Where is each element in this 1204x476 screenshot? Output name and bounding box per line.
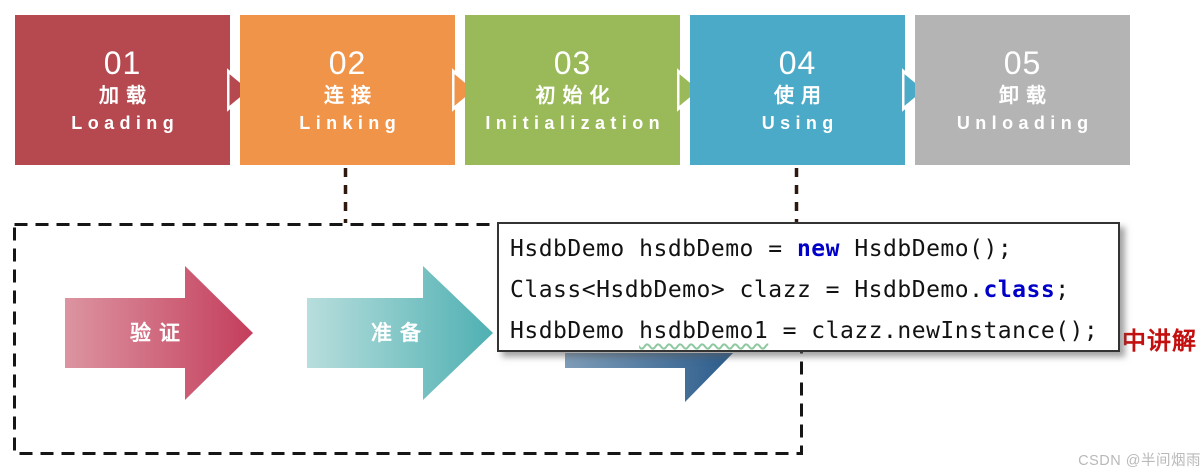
verification-arrow-label: 验证 — [130, 322, 188, 345]
stage-label-en: Linking — [299, 113, 402, 133]
stage-using: 04 使用 Using — [690, 15, 929, 165]
stage-number: 03 — [553, 45, 592, 81]
stage-label-zh: 卸载 — [999, 85, 1053, 107]
keyword-new: new — [796, 236, 840, 262]
code-line-1: HsdbDemo hsdbDemo = new HsdbDemo(); — [510, 229, 1118, 270]
stage-label-en: Initialization — [485, 113, 665, 133]
stage-loading: 01 加载 Loading — [15, 15, 254, 165]
callout-tail-shape — [565, 353, 733, 402]
linking-detail-dashed-box — [13, 223, 803, 455]
red-annotation-text: 中讲解 — [1122, 328, 1197, 355]
code-line-3: HsdbDemo hsdbDemo1 = clazz.newInstance()… — [510, 311, 1118, 350]
code-text: = clazz.newInstance(); — [768, 318, 1099, 344]
stage-label-zh: 使用 — [774, 85, 828, 107]
code-text: HsdbDemo hsdbDemo = — [510, 236, 797, 262]
stage-number: 04 — [778, 45, 817, 81]
code-text: HsdbDemo — [510, 318, 640, 344]
chevron-right-icon — [227, 68, 254, 112]
stage-label-en: Unloading — [956, 113, 1094, 133]
stage-initialization: 03 初始化 Initialization — [465, 15, 704, 165]
preparation-arrow-label: 准备 — [371, 322, 429, 345]
chevron-right-icon — [677, 68, 704, 112]
stage-number: 01 — [103, 45, 142, 81]
csdn-watermark: CSDN @半间烟雨 — [1078, 453, 1201, 469]
stage-label-en: Loading — [71, 113, 180, 133]
stage-label-zh: 初始化 — [535, 85, 617, 107]
stage-label-en: Using — [761, 113, 839, 133]
stage-label-zh: 加载 — [99, 85, 153, 107]
chevron-right-icon — [902, 68, 929, 112]
keyword-class: class — [983, 277, 1056, 303]
stage-label-zh: 连接 — [324, 85, 378, 107]
code-text: ; — [1055, 277, 1070, 303]
stage-number: 02 — [328, 45, 367, 81]
variable-with-warning-underline: hsdbDemo1 — [639, 318, 769, 344]
stage-unloading: 05 卸载 Unloading — [915, 15, 1130, 165]
stage-linking: 02 连接 Linking — [240, 15, 479, 165]
chevron-right-icon — [452, 68, 479, 112]
code-text: Class<HsdbDemo> clazz = HsdbDemo. — [510, 277, 984, 303]
code-snippet-box: HsdbDemo hsdbDemo = new HsdbDemo(); Clas… — [497, 222, 1120, 352]
code-line-2: Class<HsdbDemo> clazz = HsdbDemo.class; — [510, 270, 1118, 311]
verification-arrow — [65, 266, 253, 400]
preparation-arrow — [307, 266, 493, 400]
code-text: HsdbDemo(); — [840, 236, 1013, 262]
stage-number: 05 — [1003, 45, 1042, 81]
